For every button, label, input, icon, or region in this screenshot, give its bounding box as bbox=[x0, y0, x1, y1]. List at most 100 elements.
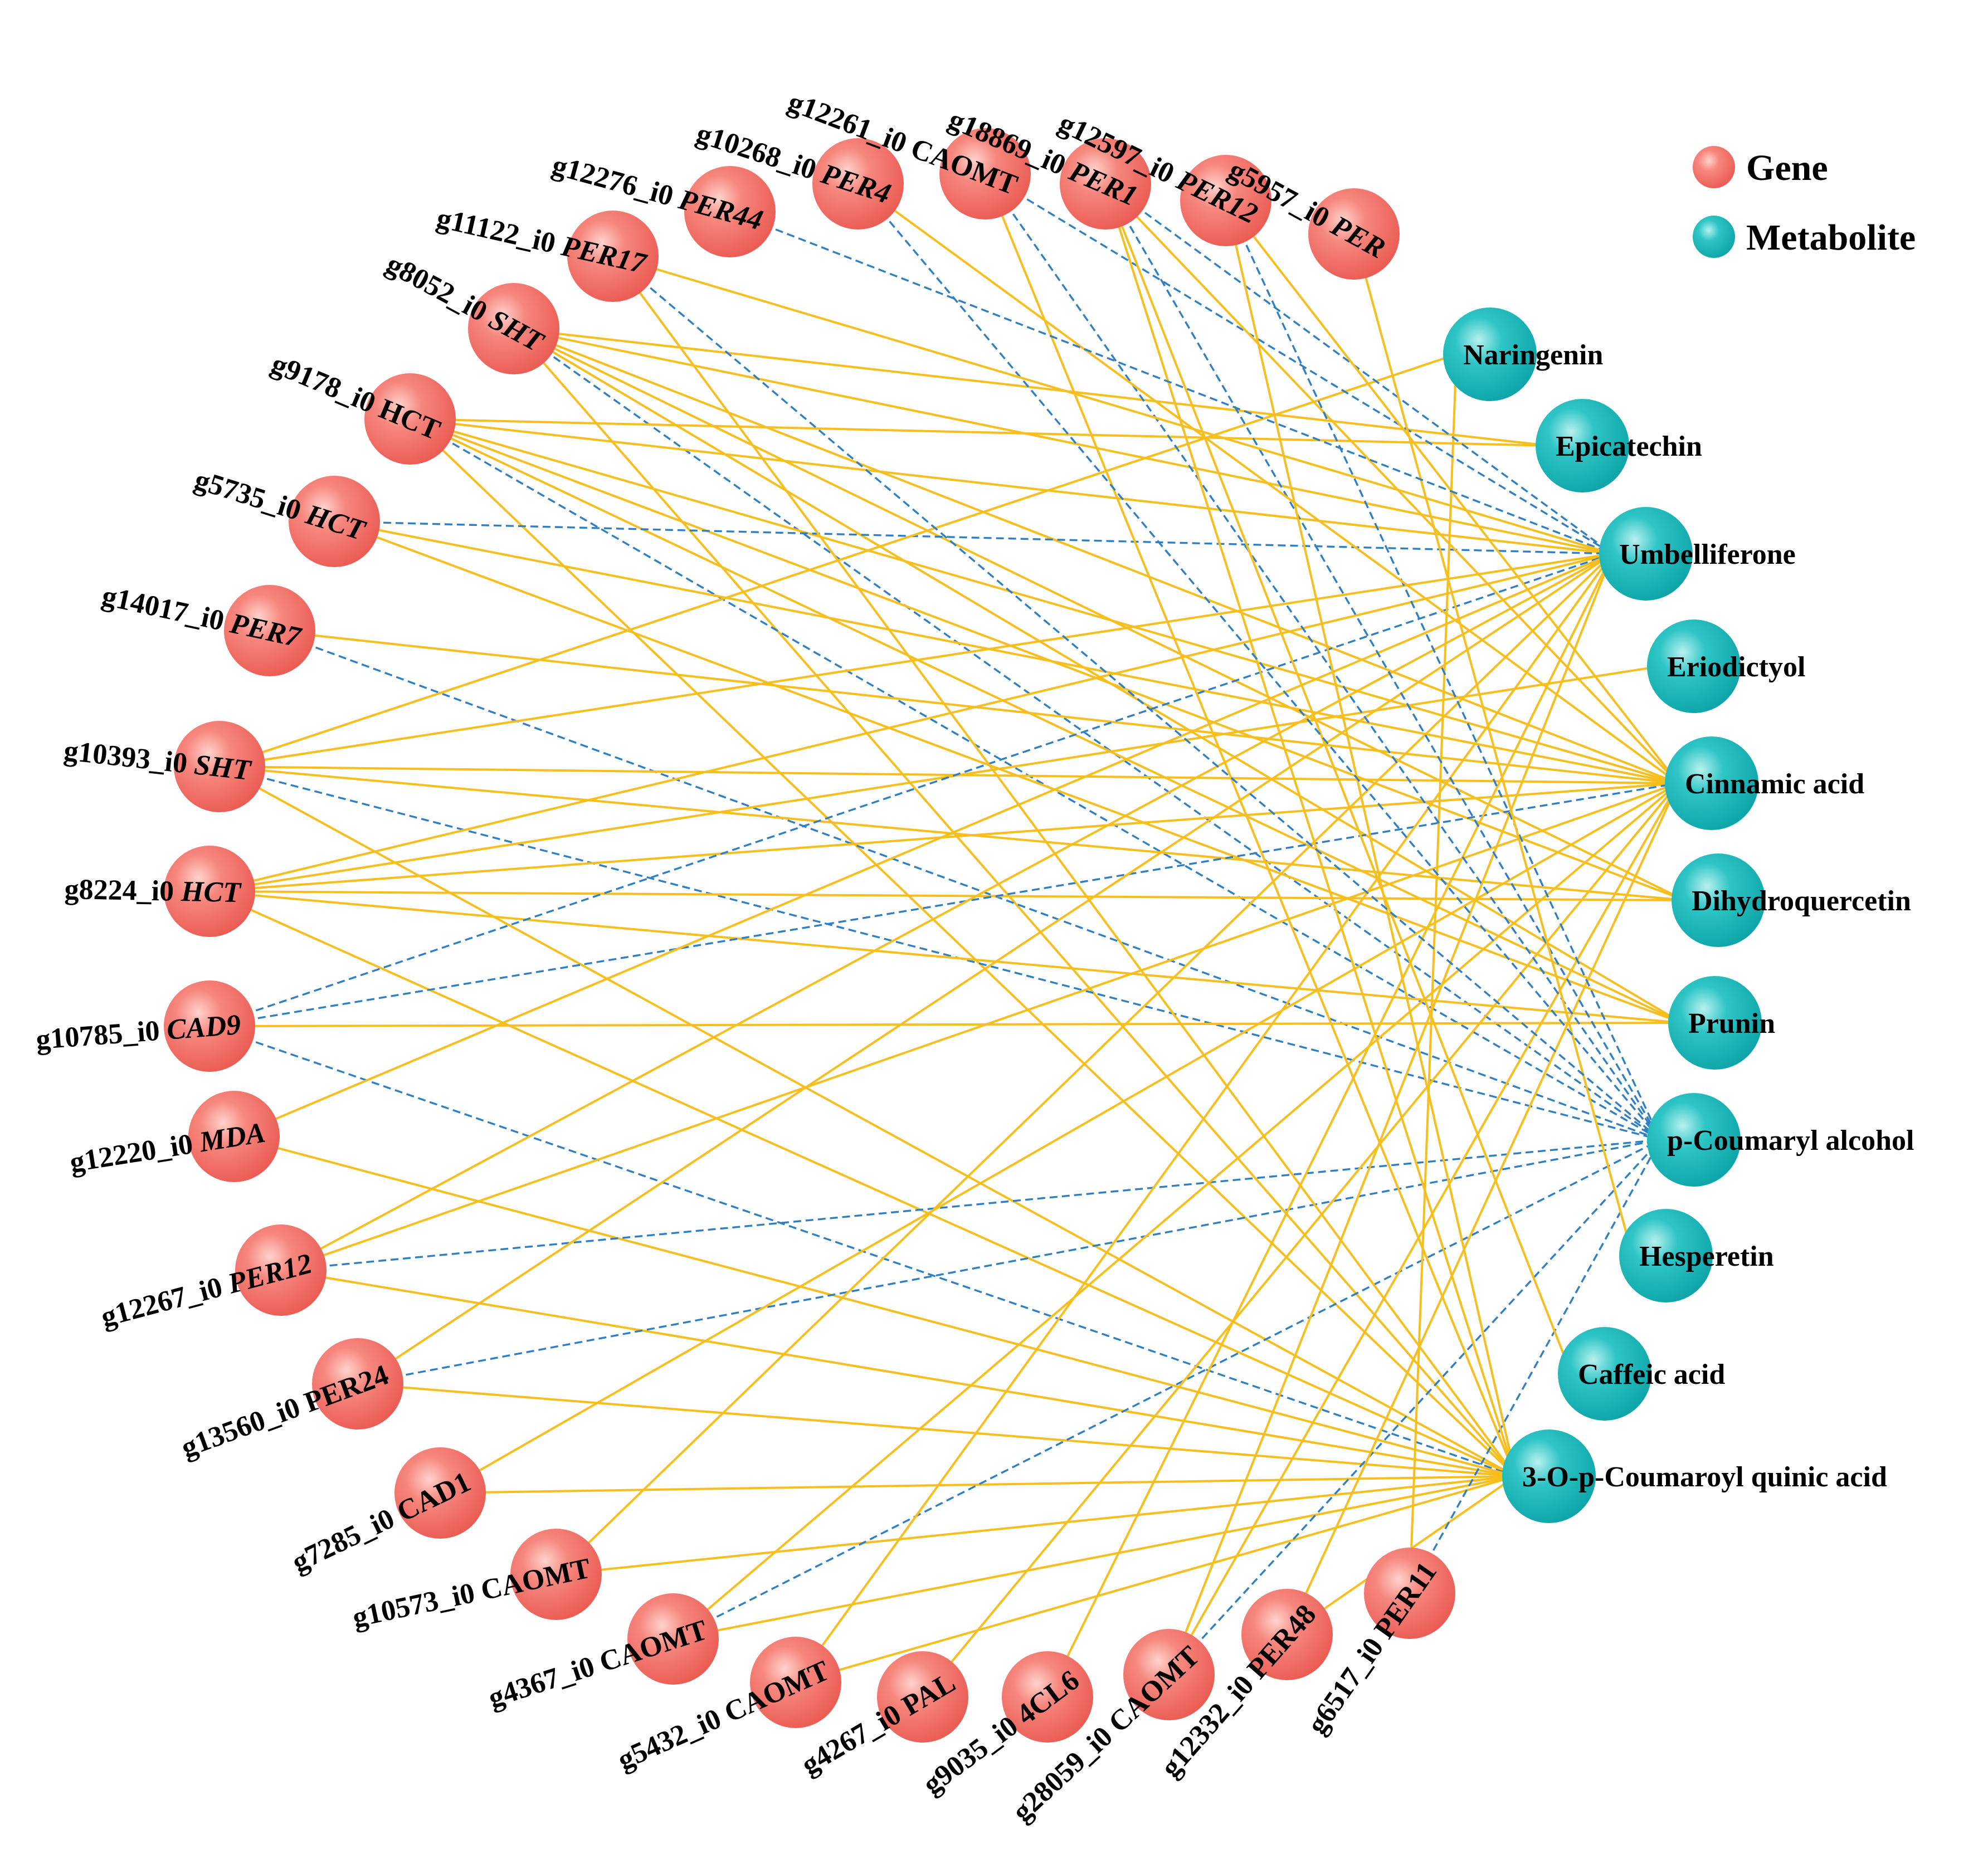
gene-node-g12276 bbox=[684, 166, 776, 257]
edge-g13560-umbelliferone bbox=[357, 553, 1614, 1385]
metabolite-node-naringenin bbox=[1443, 308, 1537, 401]
metabolite-node-epicatechin bbox=[1536, 399, 1629, 492]
edge-g4267-cinnamic bbox=[922, 782, 1679, 1698]
gene-code: g5735_i0 bbox=[191, 464, 312, 529]
edge-g9178-pcoumaryl bbox=[410, 418, 1661, 1141]
edge-g6517-pcoumaryl bbox=[1409, 1139, 1661, 1594]
edge-g10393-coumaroylquinic bbox=[219, 765, 1516, 1477]
nodes bbox=[164, 128, 1765, 1743]
edge-g8052-dihydroquercetin bbox=[513, 328, 1685, 901]
edge-g10785-umbelliferone bbox=[209, 553, 1613, 1027]
gene-node-g8224 bbox=[164, 846, 255, 937]
legend: Gene Metabolite bbox=[1693, 146, 1916, 258]
metabolite-node-caffeic bbox=[1558, 1327, 1651, 1421]
gene-node-g8052 bbox=[468, 283, 559, 374]
gene-node-g4267 bbox=[877, 1651, 968, 1743]
gene-node-g18869 bbox=[1060, 138, 1151, 230]
gene-node-g5957 bbox=[1308, 188, 1400, 280]
metabolite-label-hesperetin: Hesperetin bbox=[1639, 1241, 1774, 1272]
metabolite-label-coumaroylquinic: 3-O-p-Coumaroyl quinic acid bbox=[1522, 1461, 1887, 1493]
edge-g8224-prunin bbox=[209, 890, 1682, 1024]
edge-g5432-umbelliferone bbox=[795, 553, 1614, 1684]
edge-g11122-umbelliferone bbox=[612, 255, 1613, 555]
metabolite-node-coumaroylquinic bbox=[1502, 1429, 1596, 1523]
gene-label-g8224: g8224_i0 HCT bbox=[64, 874, 242, 909]
gene-name: SHT bbox=[193, 749, 254, 787]
edge-g11122-pcoumaryl bbox=[612, 255, 1661, 1141]
edge-g10573-coumaroylquinic bbox=[556, 1475, 1516, 1575]
gene-code: g8224_i0 bbox=[64, 874, 182, 908]
legend-gene-label: Gene bbox=[1746, 148, 1828, 188]
edge-g12332-cinnamic bbox=[1286, 783, 1679, 1635]
metabolite-node-eriodictyol bbox=[1647, 619, 1741, 713]
edge-g9178-prunin bbox=[410, 418, 1682, 1024]
gene-code: g4367_i0 bbox=[485, 1648, 606, 1715]
edge-g8052-epicatechin bbox=[513, 328, 1550, 447]
edge-g9178-umbelliferone bbox=[410, 418, 1613, 555]
edge-g4367-coumaroylquinic bbox=[673, 1475, 1516, 1640]
metabolite-label-pcoumaryl: p-Coumaryl alcohol bbox=[1667, 1125, 1914, 1157]
gene-node-g10785 bbox=[164, 980, 255, 1072]
gene-node-g12332 bbox=[1241, 1589, 1333, 1680]
edge-g28059-pcoumaryl bbox=[1168, 1139, 1661, 1676]
gene-code: g14017_i0 bbox=[99, 580, 234, 638]
gene-node-g14017 bbox=[224, 585, 315, 676]
edge-g6517-naringenin bbox=[1409, 354, 1458, 1594]
gene-node-g9035 bbox=[1002, 1651, 1093, 1743]
metabolite-label-naringenin: Naringenin bbox=[1463, 339, 1603, 371]
edge-g8224-umbelliferone bbox=[209, 553, 1613, 892]
edge-g10393-pcoumaryl bbox=[219, 765, 1661, 1141]
metabolite-label-umbelliferone: Umbelliferone bbox=[1619, 539, 1796, 570]
edge-g18869-umbelliferone bbox=[1104, 183, 1614, 555]
gene-code: g10393_i0 bbox=[62, 735, 196, 780]
metabolite-node-hesperetin bbox=[1619, 1209, 1713, 1302]
edge-g12220-coumaroylquinic bbox=[233, 1135, 1516, 1477]
gene-node-g10393 bbox=[174, 721, 265, 812]
metabolite-node-prunin bbox=[1668, 976, 1762, 1070]
edge-g12597-coumaroylquinic bbox=[1225, 200, 1517, 1477]
edge-g9035-umbelliferone bbox=[1046, 553, 1614, 1697]
edge-g18869-pcoumaryl bbox=[1104, 183, 1661, 1140]
gene-code: g10785_i0 bbox=[35, 1014, 168, 1056]
gene-code: g7285_i0 bbox=[287, 1500, 406, 1579]
gene-node-g10268 bbox=[812, 138, 904, 230]
edge-g9178-cinnamic bbox=[410, 418, 1679, 784]
legend-metabolite: Metabolite bbox=[1693, 216, 1916, 258]
gene-node-g5735 bbox=[289, 476, 380, 567]
gene-node-g10573 bbox=[510, 1529, 602, 1620]
edge-g10785-cinnamic bbox=[209, 782, 1679, 1027]
edge-g18869-cinnamic bbox=[1104, 183, 1679, 784]
gene-node-g9178 bbox=[364, 373, 456, 465]
edge-g12261-coumaroylquinic bbox=[984, 173, 1517, 1477]
metabolite-label-caffeic: Caffeic acid bbox=[1578, 1359, 1725, 1390]
gene-code: g10573_i0 bbox=[350, 1575, 485, 1634]
gene-code: g8052_i0 bbox=[381, 248, 499, 331]
edge-g14017-pcoumaryl bbox=[269, 630, 1661, 1141]
edge-g12267-cinnamic bbox=[280, 782, 1679, 1271]
edge-g12597-pcoumaryl bbox=[1225, 200, 1661, 1140]
gene-name: CAD9 bbox=[165, 1009, 242, 1046]
edge-g8052-umbelliferone bbox=[513, 328, 1613, 555]
edge-g5735-prunin bbox=[334, 520, 1682, 1024]
edge-g5735-cinnamic bbox=[334, 520, 1679, 784]
gene-label-g10785: g10785_i0 CAD9 bbox=[35, 1009, 242, 1056]
edge-g8052-prunin bbox=[513, 328, 1683, 1024]
metabolite-label-cinnamic: Cinnamic acid bbox=[1685, 768, 1864, 800]
gene-node-g13560 bbox=[312, 1338, 403, 1429]
edge-g28059-umbelliferone bbox=[1168, 553, 1614, 1675]
edge-g13560-pcoumaryl bbox=[357, 1139, 1661, 1385]
metabolite-label-prunin: Prunin bbox=[1688, 1008, 1775, 1040]
legend-metabolite-label: Metabolite bbox=[1746, 217, 1916, 258]
gene-code: g9178_i0 bbox=[267, 348, 387, 422]
edge-g10393-umbelliferone bbox=[219, 553, 1613, 768]
edge-g18869-caffeic bbox=[1104, 183, 1572, 1374]
gene-name: HCT bbox=[181, 876, 242, 909]
gene-node-g4367 bbox=[627, 1593, 719, 1685]
edge-g5957-hesperetin bbox=[1353, 233, 1634, 1256]
metabolite-label-epicatechin: Epicatechin bbox=[1556, 431, 1702, 462]
metabolite-label-eriodictyol: Eriodictyol bbox=[1667, 651, 1805, 683]
edge-g8224-dihydroquercetin bbox=[209, 890, 1685, 901]
edge-g10268-cinnamic bbox=[857, 183, 1679, 784]
gene-code: g12220_i0 bbox=[67, 1127, 202, 1179]
